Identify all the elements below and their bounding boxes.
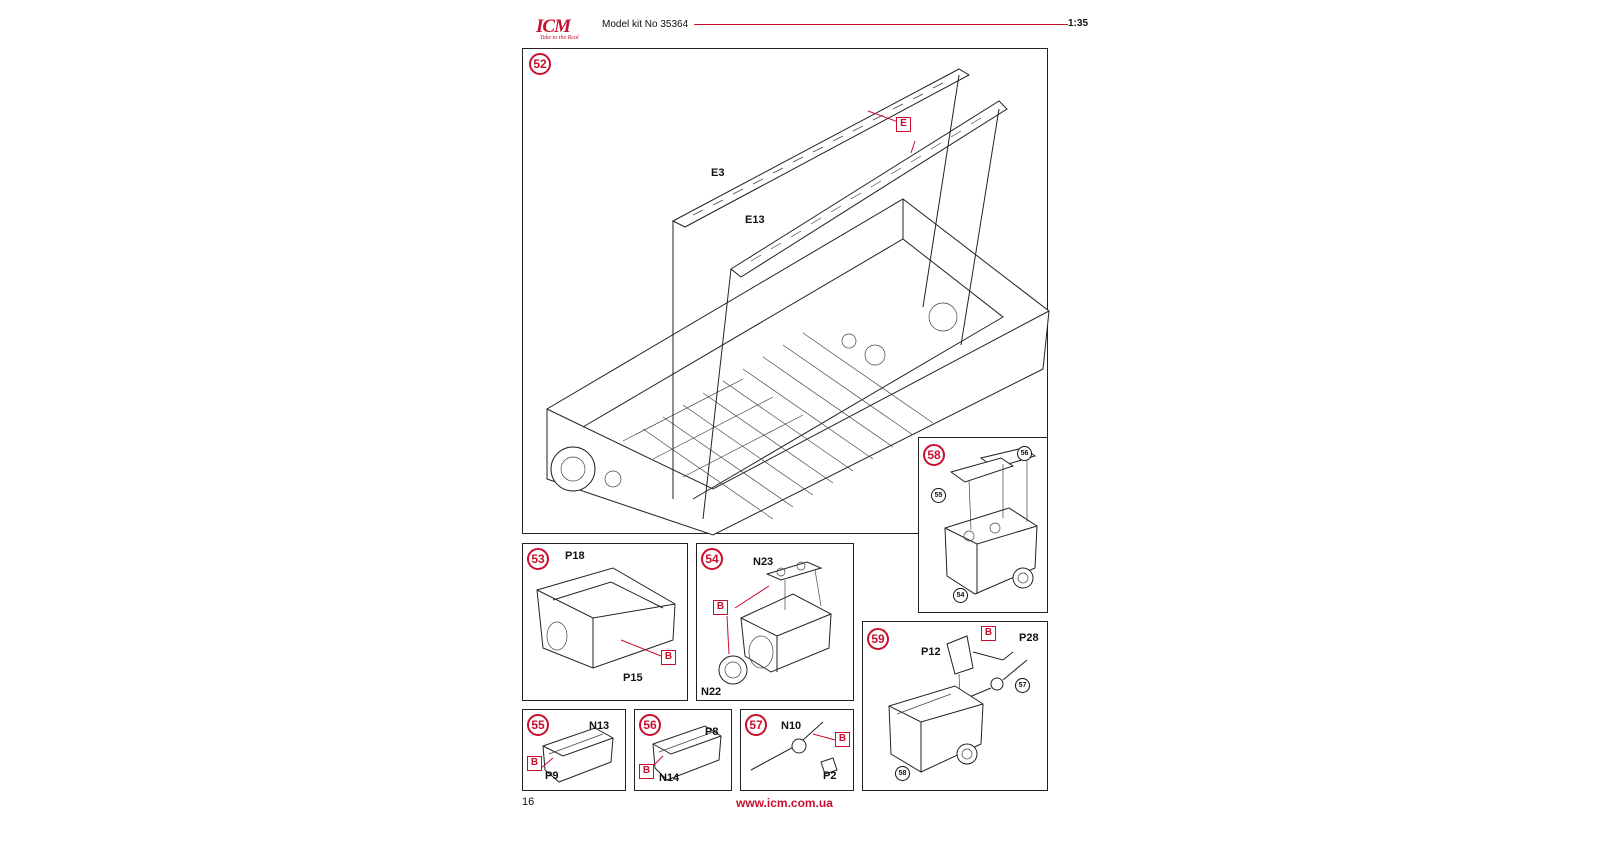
hull-drawing xyxy=(546,68,1050,536)
scale-label: 1:35 xyxy=(1067,18,1088,29)
sprue-tag-b-59: B xyxy=(981,626,996,641)
part-label-n14: N14 xyxy=(659,772,680,784)
page-number: 16 xyxy=(522,796,535,808)
step-58-badge: 58 xyxy=(923,444,945,466)
icm-logo: ICM Take to the Real xyxy=(536,16,582,42)
sprue-tag-b-53: B xyxy=(661,650,676,665)
part-label-p2: P2 xyxy=(823,770,837,782)
part-label-e3: E3 xyxy=(711,167,725,179)
ref-step-58: 58 xyxy=(895,766,910,781)
step-53-panel: 53 P18 P15 B xyxy=(522,543,688,701)
sprue-tag-b-54: B xyxy=(713,600,728,615)
ref-step-57: 57 xyxy=(1015,678,1030,693)
part-label-p8: P8 xyxy=(705,726,719,738)
ref-step-55: 55 xyxy=(931,488,946,503)
step-54-badge: 54 xyxy=(701,548,723,570)
ref-step-54: 54 xyxy=(953,588,968,603)
instruction-page: ICM Take to the Real Model kit No 35364 … xyxy=(522,0,1096,850)
step-55-panel: 55 N13 P9 B xyxy=(522,709,626,791)
cover-drawing-55 xyxy=(540,727,614,783)
logo-tagline: Take to the Real xyxy=(540,35,579,41)
sprue-tag-b-55: B xyxy=(527,756,542,771)
sprue-tag-b-56: B xyxy=(639,764,654,779)
header-rule xyxy=(694,24,1068,25)
footer-url[interactable]: www.icm.com.ua xyxy=(736,796,833,810)
part-label-n22: N22 xyxy=(701,686,722,698)
step-59-panel: 59 P12 P28 B 57 58 xyxy=(862,621,1048,791)
step-53-badge: 53 xyxy=(527,548,549,570)
sprue-tag-b-57: B xyxy=(835,732,850,747)
part-label-n10: N10 xyxy=(781,720,802,732)
step-52-badge: 52 xyxy=(529,53,551,75)
engine-drawing-58 xyxy=(944,447,1038,595)
housing-drawing-54 xyxy=(718,561,832,685)
part-label-p15: P15 xyxy=(623,672,643,684)
logo-text: ICM xyxy=(536,16,571,37)
step-57-badge: 57 xyxy=(745,714,767,736)
step-59-badge: 59 xyxy=(867,628,889,650)
part-label-p12: P12 xyxy=(921,646,941,658)
kit-title: Model kit No 35364 xyxy=(602,19,689,30)
ref-step-56: 56 xyxy=(1017,446,1032,461)
part-label-p9: P9 xyxy=(545,770,559,782)
step-58-panel: 58 56 55 54 xyxy=(918,437,1048,613)
page-header: ICM Take to the Real Model kit No 35364 … xyxy=(522,14,1096,44)
step-55-badge: 55 xyxy=(527,714,549,736)
engine-drawing-59 xyxy=(888,635,1028,773)
part-label-p18: P18 xyxy=(565,550,585,562)
part-label-n23: N23 xyxy=(753,556,774,568)
filter-drawing-57 xyxy=(750,721,838,775)
step-56-panel: 56 P8 N14 B xyxy=(634,709,732,791)
step-57-panel: 57 N10 P2 B xyxy=(740,709,854,791)
step-56-badge: 56 xyxy=(639,714,661,736)
housing-drawing-53 xyxy=(536,567,676,669)
part-label-n13: N13 xyxy=(589,720,610,732)
part-label-p28: P28 xyxy=(1019,632,1039,644)
step-54-panel: 54 N23 N22 B xyxy=(696,543,854,701)
part-label-e13: E13 xyxy=(745,214,765,226)
sprue-tag-e: E xyxy=(896,117,911,132)
